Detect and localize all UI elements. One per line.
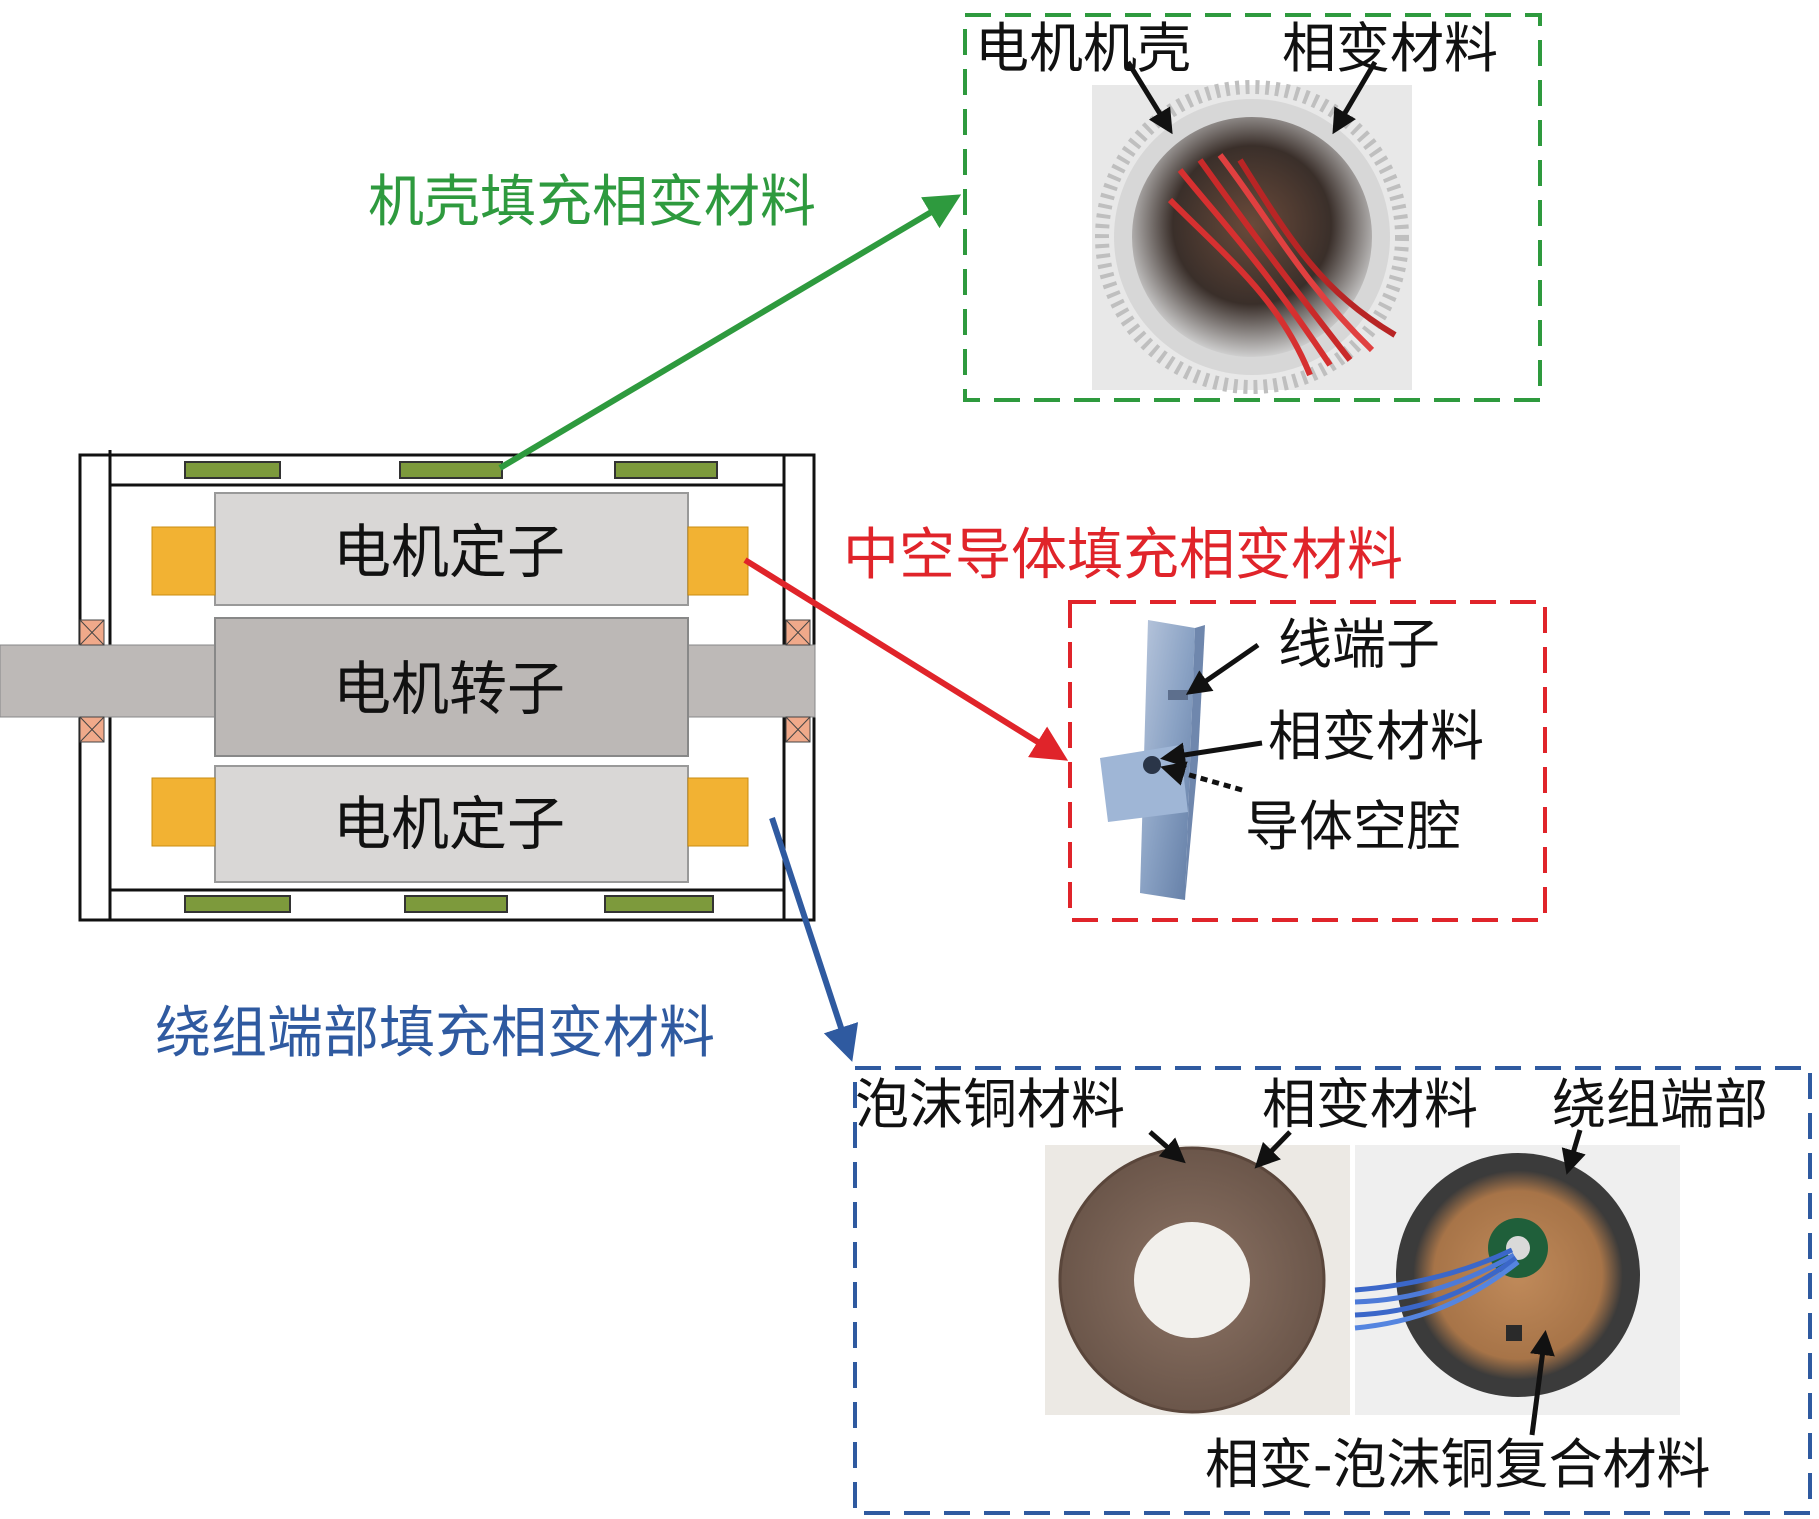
conductor-pcm-label: 相变材料 — [1268, 705, 1484, 768]
housing-detail-box — [963, 13, 1542, 402]
stator-top — [214, 492, 689, 606]
pointer-conductor-pcm — [1160, 740, 1263, 768]
foam-label: 泡沫铜材料 — [855, 1073, 1125, 1136]
arrow-winding-end — [769, 817, 859, 1062]
cavity-label: 导体空腔 — [1245, 795, 1461, 858]
winding-end — [151, 777, 216, 847]
pointer-composite — [1529, 1330, 1555, 1436]
housing-photo — [1092, 80, 1412, 394]
callout-conductor: 中空导体填充相变材料 — [843, 523, 1403, 588]
callout-winding-end: 绕组端部填充相变材料 — [155, 1001, 715, 1066]
winding-pcm-label: 相变材料 — [1262, 1073, 1478, 1136]
housing-pcm-strip — [399, 461, 503, 479]
winding-detail-box — [853, 1066, 1812, 1515]
pointer-housing-pcm — [1332, 60, 1378, 135]
housing-pcm-strip — [184, 461, 281, 479]
composite-label: 相变-泡沫铜复合材料 — [1205, 1433, 1711, 1496]
stator-bottom-label: 电机定子 — [333, 790, 566, 858]
winding-end-photo — [1354, 1145, 1680, 1415]
winding-end — [151, 526, 216, 596]
winding-end-label: 绕组端部 — [1552, 1073, 1768, 1136]
stator-top-label: 电机定子 — [333, 518, 566, 586]
pointer-winding-end — [1561, 1129, 1586, 1175]
conductor-photo — [1100, 620, 1205, 900]
housing-pcm-strip — [614, 461, 718, 479]
pointer-terminal — [1185, 642, 1260, 695]
motor-cross-section — [0, 450, 816, 922]
housing-pcm-strip — [404, 895, 508, 913]
housing-pcm-strip — [184, 895, 291, 913]
winding-end — [687, 526, 749, 596]
housing-label: 电机机壳 — [975, 17, 1191, 80]
housing-pcm-strip — [604, 895, 714, 913]
arrow-conductor — [743, 557, 1069, 761]
pointer-housing — [1125, 60, 1173, 135]
pointer-foam — [1148, 1130, 1186, 1164]
winding-end — [687, 777, 749, 847]
rotor-label: 电机转子 — [333, 655, 566, 723]
rotor — [214, 617, 689, 757]
callout-housing: 机壳填充相变材料 — [368, 170, 816, 235]
pointer-cavity — [1160, 761, 1243, 793]
pointer-winding-pcm — [1254, 1130, 1292, 1169]
stator-bottom — [214, 765, 689, 883]
terminal-label: 线端子 — [1278, 613, 1440, 676]
foam-copper-photo — [1045, 1145, 1350, 1415]
arrow-housing — [498, 194, 962, 471]
housing-pcm-label: 相变材料 — [1282, 17, 1498, 80]
